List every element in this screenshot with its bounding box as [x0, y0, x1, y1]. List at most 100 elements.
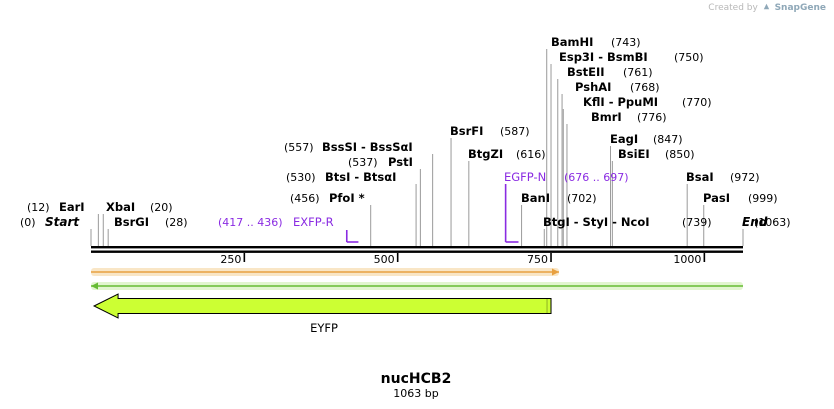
site-name: BssSI - BssSαI	[322, 140, 413, 154]
site-position: (739)	[682, 216, 712, 229]
site-position: (847)	[653, 133, 683, 146]
primer-range: (676 .. 697)	[564, 171, 629, 184]
site-eagi[interactable]: EagI (847)	[610, 132, 683, 146]
site-btgi[interactable]: BtgI - StyI - NcoI (739)	[543, 215, 712, 229]
translation-forward[interactable]	[91, 268, 559, 276]
site-position: (768)	[630, 81, 660, 94]
site-name: PshAI	[575, 80, 611, 94]
site-name: Esp3I - BsmBI	[559, 50, 648, 64]
ruler: 250 500 750 1000	[220, 253, 706, 266]
site-position: (743)	[611, 36, 641, 49]
primer-label: EXFP-R	[293, 215, 334, 229]
site-btgzi[interactable]: BtgZI (616)	[468, 147, 546, 161]
site-position: (537)	[348, 156, 378, 169]
features: EYFP	[92, 293, 552, 335]
site-name: PfoI *	[329, 191, 365, 205]
site-bsssi[interactable]: BssSI - BssSαI (557)	[284, 140, 413, 154]
site-labels: EarI (12) XbaI (20)BsrGI (28) PfoI * (456) BtsI…	[20, 35, 791, 229]
site-position: (587)	[500, 125, 530, 138]
site-name: XbaI	[106, 200, 135, 214]
backbone	[91, 246, 743, 253]
site-name: BtsI - BtsαI	[325, 170, 396, 184]
site-name: BsiEI	[618, 147, 650, 161]
site-name: EarI	[59, 200, 85, 214]
start-label: Start	[45, 215, 80, 229]
feature-label: EYFP	[310, 321, 338, 335]
primers: EXFP-R (417 .. 436) EGFP-N (676 .. 697)	[218, 170, 629, 243]
site-btsi[interactable]: BtsI - BtsαI (530)	[286, 170, 396, 184]
primer-exfp-r[interactable]: EXFP-R (417 .. 436)	[218, 215, 359, 243]
translation-arrowhead	[91, 282, 98, 290]
site-bsrfi[interactable]: BsrFI (587)	[450, 124, 530, 138]
sequence-name: nucHCB2	[381, 371, 452, 387]
site-bsai[interactable]: BsaI (972)	[686, 170, 760, 184]
feature-arrow	[92, 293, 552, 319]
site-position: (28)	[165, 216, 188, 229]
site-name: BsaI	[686, 170, 714, 184]
site-position: (20)	[150, 201, 173, 214]
site-position: (972)	[730, 171, 760, 184]
start-position: (0)	[20, 216, 36, 229]
site-name: BtgI - StyI - NcoI	[543, 215, 650, 229]
site-name: BsrFI	[450, 124, 483, 138]
site-name: BstEII	[567, 65, 605, 79]
backbone-bottom-strand	[91, 250, 743, 253]
created-by-text: Created by	[708, 3, 758, 13]
translation-reverse[interactable]	[91, 282, 743, 290]
site-bsrgi[interactable]: BsrGI (28)	[114, 215, 188, 229]
primer-egfp-n[interactable]: EGFP-N (676 .. 697)	[504, 170, 629, 243]
primer-range: (417 .. 436)	[218, 216, 283, 229]
backbone-top-strand	[91, 246, 743, 249]
site-bsiei[interactable]: BsiEI (850)	[618, 147, 695, 161]
site-bsteii[interactable]: BstEII (761)	[567, 65, 653, 79]
ruler-tick-label: 250	[220, 253, 241, 266]
site-name: BsrGI	[114, 215, 149, 229]
site-bamhi[interactable]: BamHI(743)	[551, 35, 641, 49]
site-kfli[interactable]: KflI - PpuMI (770)	[583, 95, 712, 109]
site-psti[interactable]: PstI (537)	[348, 155, 413, 169]
end-position: (1063)	[754, 216, 791, 229]
ruler-tick-label: 500	[374, 253, 395, 266]
feature-eyfp[interactable]: EYFP	[92, 293, 552, 335]
snapgene-credit: Created by SnapGene	[708, 2, 826, 13]
site-eari[interactable]: EarI (12)	[27, 200, 85, 214]
ruler-tick-label: 1000	[673, 253, 701, 266]
primer-label: EGFP-N	[504, 170, 546, 184]
translations	[91, 268, 743, 290]
sequence-length: 1063 bp	[393, 387, 438, 400]
site-position: (770)	[682, 96, 712, 109]
snapgene-logo-icon	[763, 3, 769, 10]
site-position: (616)	[516, 148, 546, 161]
site-position: (12)	[27, 201, 50, 214]
site-position: (850)	[665, 148, 695, 161]
site-name: KflI - PpuMI	[583, 95, 658, 109]
site-bmri[interactable]: BmrI (776)	[591, 110, 667, 124]
site-xbai[interactable]: XbaI (20)	[106, 200, 173, 214]
site-lines	[90, 49, 744, 246]
site-position: (557)	[284, 141, 314, 154]
site-pshai[interactable]: PshAI (768)	[575, 80, 660, 94]
site-pasi[interactable]: PasI (999)	[703, 191, 778, 205]
map-title: nucHCB2 1063 bp	[381, 371, 452, 400]
site-name: PasI	[703, 191, 730, 205]
site-esp3i[interactable]: Esp3I - BsmBI (750)	[559, 50, 704, 64]
snapgene-brand-text: SnapGene	[774, 3, 826, 13]
site-name: PstI	[388, 155, 413, 169]
site-pfoi[interactable]: PfoI * (456)	[290, 191, 365, 205]
site-name: BtgZI	[468, 147, 503, 161]
ruler-tick-label: 750	[527, 253, 548, 266]
site-position: (761)	[623, 66, 653, 79]
site-position: (702)	[567, 192, 597, 205]
end-label: End	[742, 215, 768, 229]
site-name: EagI	[610, 132, 638, 146]
site-name: BanI	[521, 191, 550, 205]
site-position: (530)	[286, 171, 316, 184]
site-name: BmrI	[591, 110, 622, 124]
site-position: (999)	[748, 192, 778, 205]
site-position: (750)	[674, 51, 704, 64]
site-bani[interactable]: BanI (702)	[521, 191, 597, 205]
site-position: (776)	[637, 111, 667, 124]
feature-partial-end	[546, 298, 552, 314]
site-position: (456)	[290, 192, 320, 205]
